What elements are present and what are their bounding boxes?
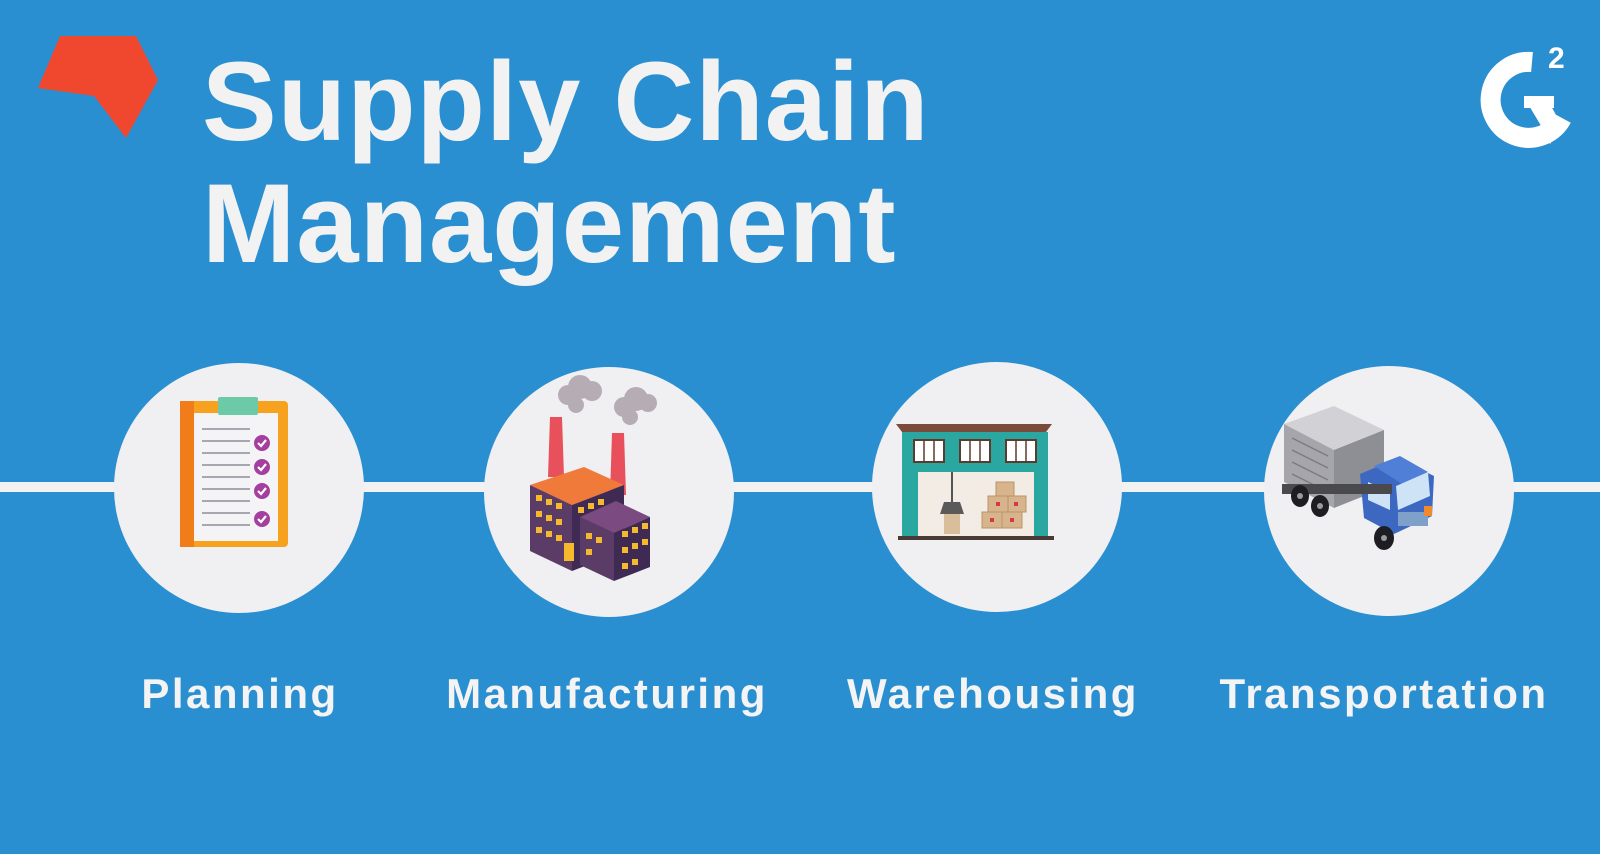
step-label-transportation: Transportation (1219, 670, 1549, 717)
svg-text:2: 2 (1548, 42, 1565, 75)
step-planning-circle (114, 363, 364, 613)
delivery-truck-icon (1282, 406, 1434, 550)
page-title-line-1: Supply Chain (202, 39, 930, 164)
page-title-line-2: Management (202, 161, 897, 286)
step-label-planning: Planning (141, 670, 339, 717)
clipboard-checklist-icon (180, 397, 288, 547)
brand-logo-icon (38, 36, 158, 138)
factory-icon (530, 375, 657, 581)
step-warehousing-circle (872, 362, 1122, 612)
flow-connector-line (0, 482, 1600, 492)
step-transportation-circle (1264, 366, 1514, 616)
step-label-manufacturing: Manufacturing (446, 670, 768, 717)
g2-logo-icon: 2 (1480, 42, 1571, 148)
step-label-warehousing: Warehousing (847, 670, 1139, 717)
warehouse-icon (896, 424, 1054, 540)
step-manufacturing-circle (484, 367, 734, 617)
